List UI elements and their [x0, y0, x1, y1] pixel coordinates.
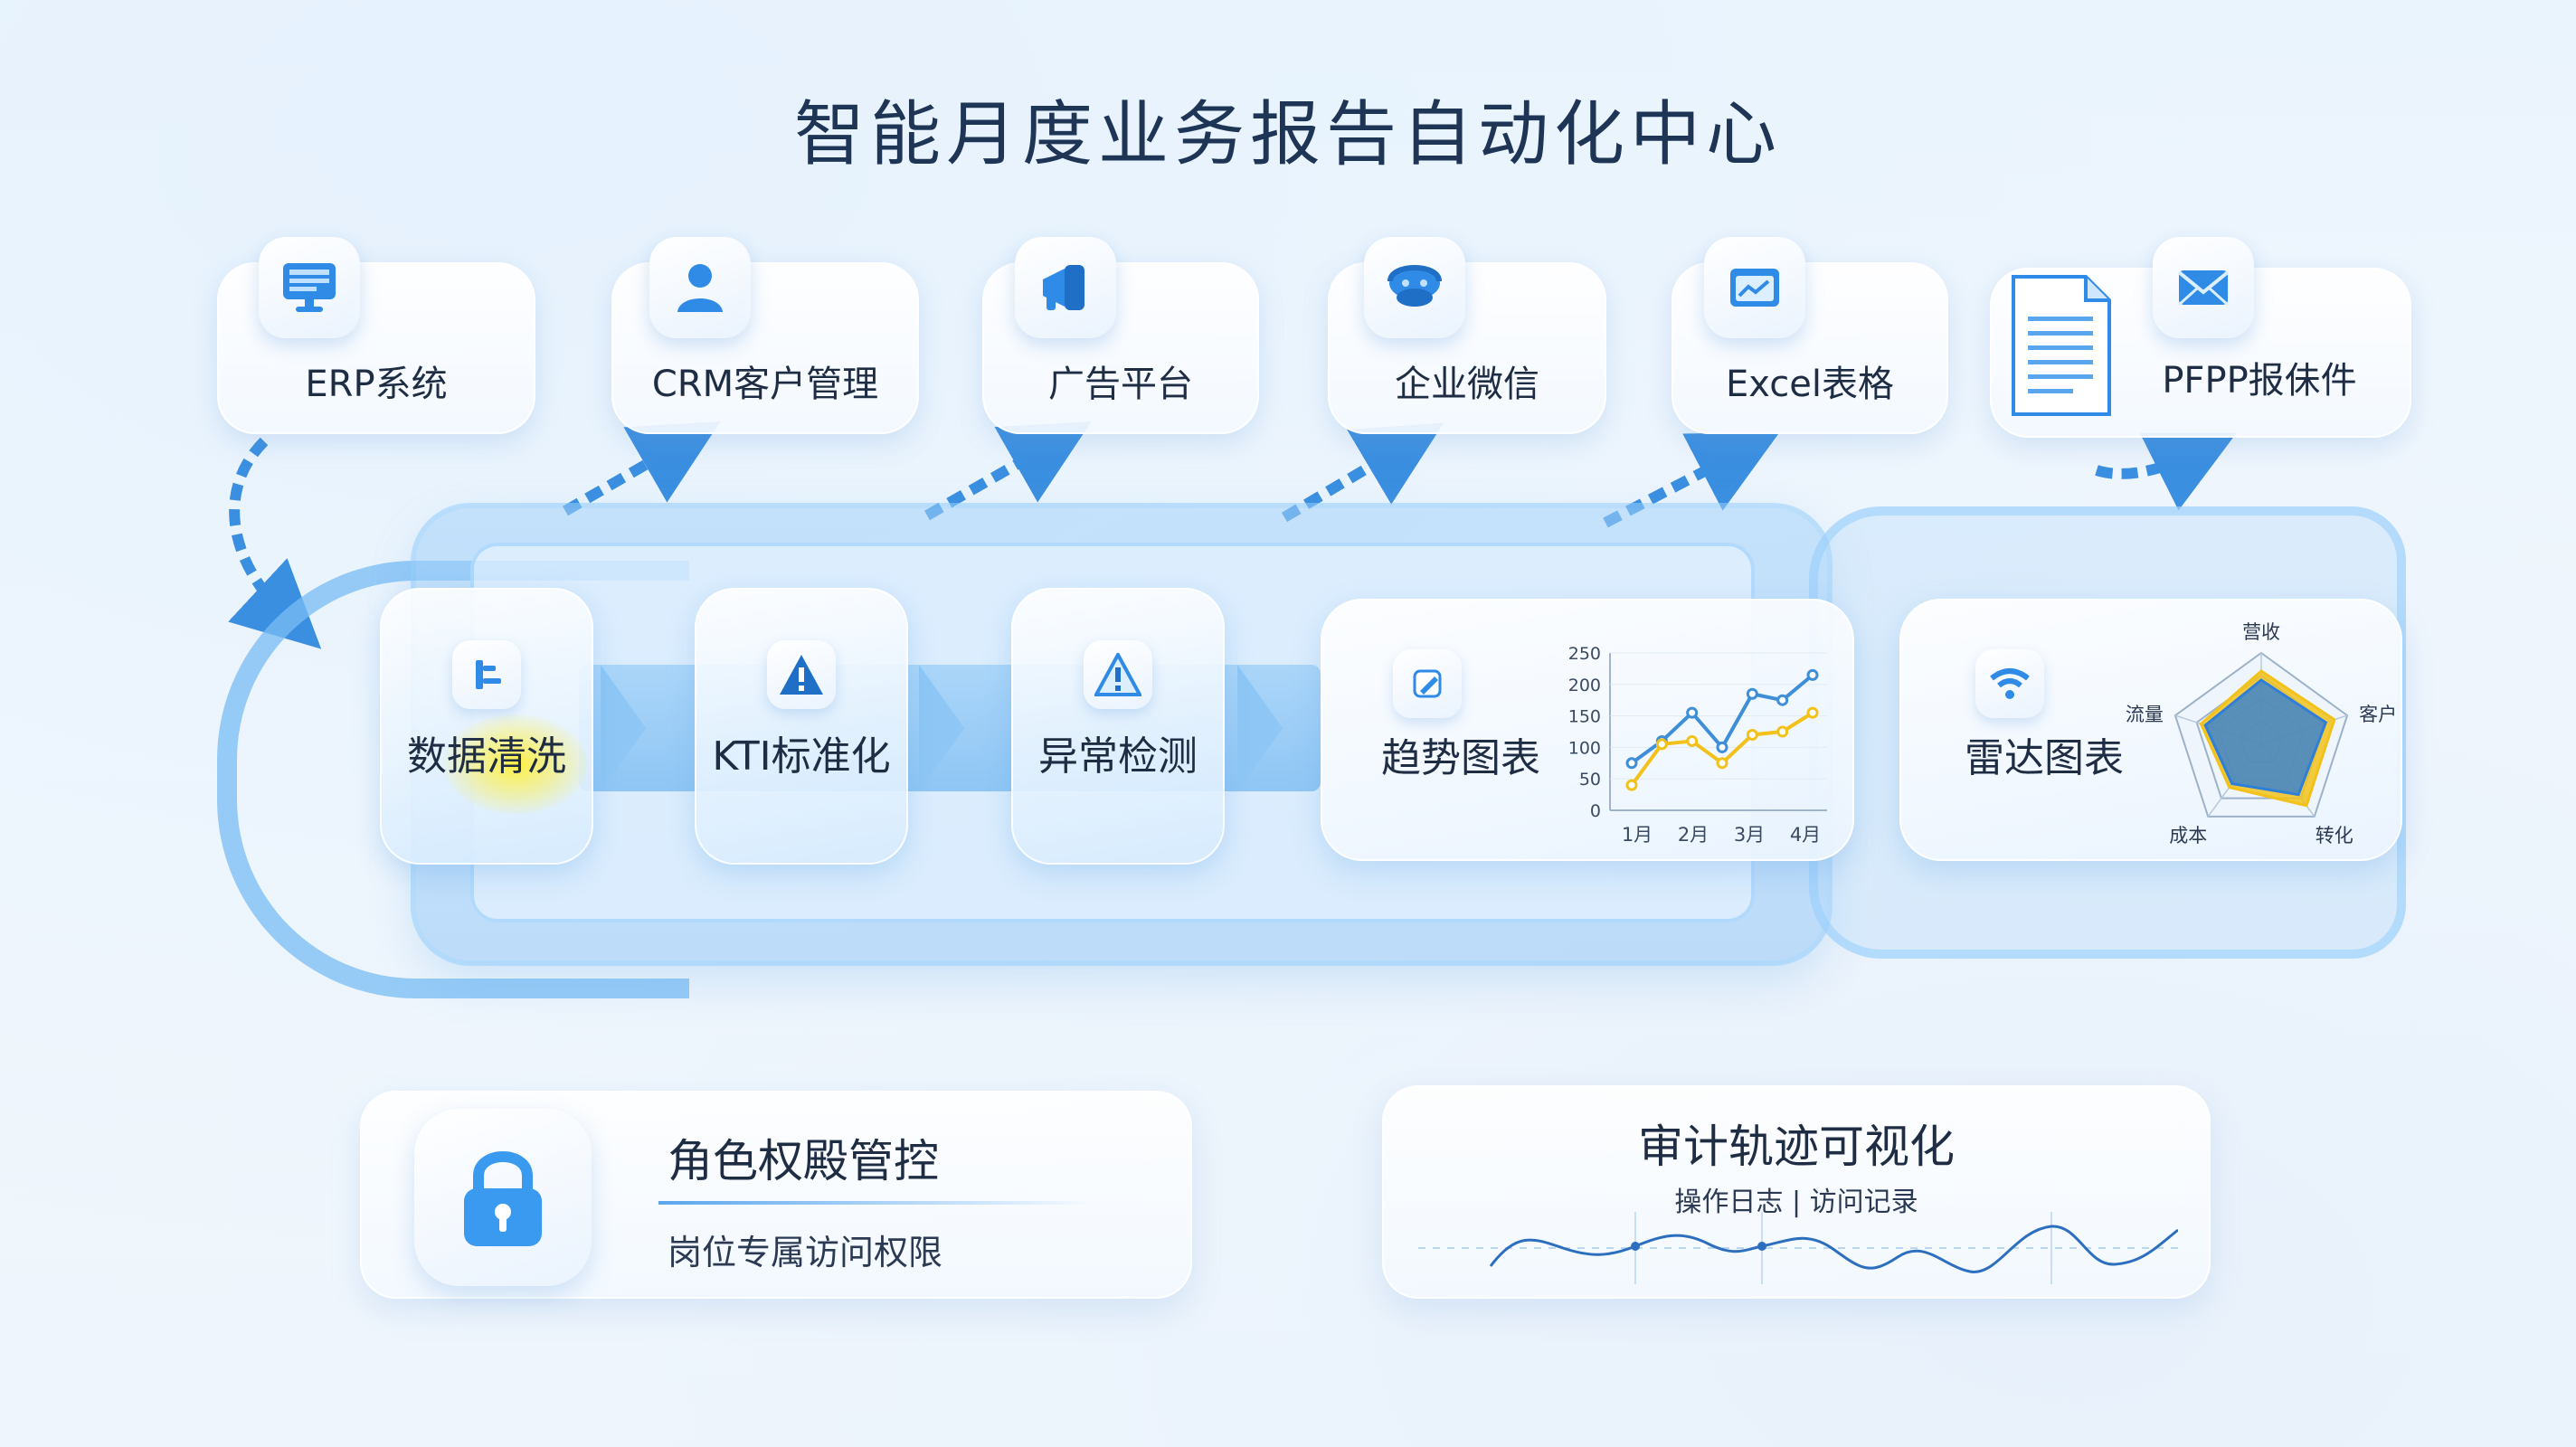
trend-x-tick: 2月 [1678, 824, 1709, 846]
audit-wave-line [1489, 1225, 2178, 1273]
step-label: 异常检测 [1038, 733, 1198, 780]
audit-wave [1418, 1212, 2178, 1284]
radar-series-area [2203, 678, 2328, 797]
step-data-cleaning[interactable]: 数据清洗 [380, 588, 593, 865]
source-label: Excel表格 [1726, 364, 1894, 405]
lock-icon [464, 1151, 542, 1246]
flow-chevron [1237, 665, 1283, 791]
audit-trail-card[interactable]: 审计轨迹可视化 操作日志 | 访问记录 [1382, 1085, 2211, 1299]
step-label: 数据清洗 [407, 733, 566, 780]
monitor-icon [259, 237, 360, 338]
audit-card-title: 审计轨迹可视化 [1638, 1121, 1955, 1173]
trend-line-chart: 250 200 150 100 50 0 1月 2月 3月 4月 [1568, 644, 1827, 846]
step-anomaly-detection[interactable]: 异常检测 [1011, 588, 1225, 865]
radar-axis-label: 客户 [2359, 704, 2397, 725]
trend-point [1776, 694, 1789, 706]
arrow-crm [563, 421, 721, 516]
flow-chevron [919, 665, 964, 791]
trend-point [1806, 706, 1819, 719]
trend-point [1776, 725, 1789, 738]
trend-point [1716, 741, 1728, 753]
trend-point [1746, 687, 1758, 700]
alert-icon [1084, 640, 1152, 709]
source-card-erp[interactable]: ERP系统 [217, 237, 535, 434]
trend-point [1655, 738, 1668, 751]
radar-chart-panel[interactable]: 雷达图表 营收客户转化 成本 流量 [1899, 599, 2402, 861]
trend-y-tick: 50 [1579, 770, 1601, 790]
flow-chevron [601, 665, 646, 791]
chart-edit-icon [1393, 649, 1462, 718]
role-card-title: 角色权殿管控 [668, 1135, 939, 1187]
trend-y-tick: 100 [1568, 738, 1601, 758]
trend-point [1686, 706, 1699, 719]
radar-axis-label: 转化 [2316, 825, 2353, 846]
source-card-ad-platform[interactable]: 广告平台 [982, 237, 1259, 434]
source-label: CRM客户管理 [651, 364, 879, 405]
trend-point [1686, 734, 1699, 747]
step-label: KTI标准化 [712, 733, 891, 780]
warning-icon [767, 640, 836, 709]
source-card-excel[interactable]: Excel表格 [1672, 237, 1948, 434]
trend-x-tick: 1月 [1622, 824, 1653, 846]
source-card-pfpp[interactable]: PFPP报佅件 [1990, 237, 2411, 438]
role-card-divider [658, 1201, 1093, 1205]
arrow-pfpp [2095, 432, 2237, 511]
trend-x-tick: 3月 [1734, 824, 1765, 846]
step-kti-standardize[interactable]: KTI标准化 [695, 588, 908, 865]
trend-point [1806, 668, 1819, 681]
megaphone-icon [1015, 237, 1116, 338]
page-title: 智能月度业务报告自动化中心 [793, 94, 1782, 175]
trend-point [1746, 728, 1758, 741]
trend-chart-panel[interactable]: 趋势图表 250 200 150 100 50 0 1月 2月 3月 4月 [1321, 599, 1854, 861]
arrow-erp [228, 437, 322, 649]
role-access-card[interactable]: 角色权殿管控 岗位专属访问权限 [360, 1091, 1192, 1299]
arrow-ad [924, 421, 1092, 521]
document-icon [2008, 273, 2115, 418]
filter-icon [452, 640, 521, 709]
trend-point [1625, 757, 1638, 770]
role-card-subtitle: 岗位专属访问权限 [668, 1233, 943, 1272]
spreadsheet-icon [1704, 237, 1805, 338]
chat-icon [1364, 237, 1465, 338]
highlight-glow [443, 714, 588, 814]
trend-point [1716, 757, 1728, 770]
trend-point [1625, 779, 1638, 791]
source-label: ERP系统 [305, 364, 448, 405]
email-icon [2153, 237, 2254, 338]
trend-y-tick: 150 [1568, 707, 1601, 727]
source-label: 广告平台 [1048, 364, 1193, 405]
user-icon [649, 237, 751, 338]
radar-axis-label: 流量 [2126, 704, 2164, 725]
trend-chart-label: 趋势图表 [1381, 735, 1540, 781]
source-card-crm[interactable]: CRM客户管理 [611, 237, 919, 434]
arrow-wechat [1281, 422, 1444, 523]
source-label: PFPP报佅件 [2162, 360, 2357, 402]
trend-y-tick: 0 [1590, 801, 1601, 821]
lock-icon-tile [414, 1109, 592, 1286]
wifi-icon [1975, 649, 2044, 718]
audit-card-subtitle: 操作日志 | 访问记录 [1674, 1187, 1918, 1218]
radar-axis-label: 成本 [2169, 825, 2207, 846]
radar-chart-label: 雷达图表 [1965, 735, 2124, 781]
trend-y-tick: 200 [1568, 676, 1601, 695]
trend-y-tick: 250 [1568, 644, 1601, 664]
source-card-wechat-work[interactable]: 企业微信 [1328, 237, 1606, 434]
trend-x-tick: 4月 [1790, 824, 1821, 846]
radar-axis-label: 营收 [2242, 621, 2280, 643]
source-label: 企业微信 [1395, 364, 1539, 405]
